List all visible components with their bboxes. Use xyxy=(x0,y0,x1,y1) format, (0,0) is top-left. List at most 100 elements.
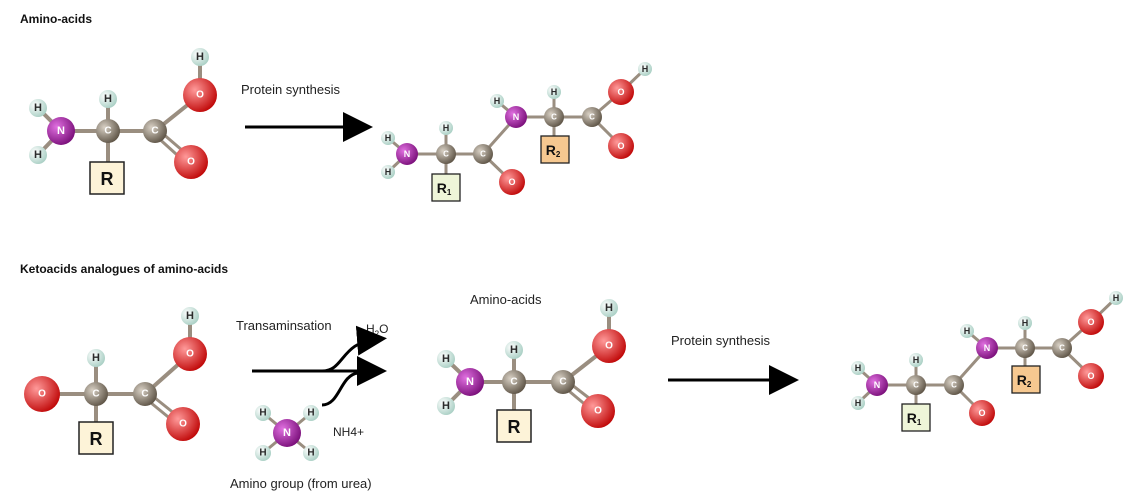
nitrogen-atom: N xyxy=(396,143,418,165)
oxygen-atom: O xyxy=(1078,363,1104,389)
oxygen-atom: O xyxy=(174,145,208,179)
nitrogen-atom: N xyxy=(273,419,301,447)
svg-text:R: R xyxy=(101,169,114,189)
amino-group-label: Amino group (from urea) xyxy=(230,476,372,491)
svg-text:R: R xyxy=(90,429,103,449)
ammonium-molecule: H H H H N xyxy=(255,405,319,461)
hydrogen-atom: H xyxy=(909,353,923,367)
amino-acids-heading: Amino-acids xyxy=(20,12,93,26)
svg-text:R2: R2 xyxy=(546,142,561,159)
svg-text:N: N xyxy=(57,125,65,137)
hydrogen-atom: H xyxy=(638,62,652,76)
svg-text:H: H xyxy=(34,149,42,161)
protein-synthesis-label-bottom: Protein synthesis xyxy=(671,333,770,348)
hydrogen-atom: H xyxy=(255,405,271,421)
oxygen-atom: O xyxy=(608,79,634,105)
svg-text:O: O xyxy=(186,349,194,360)
hydrogen-atom: H xyxy=(191,48,209,66)
oxygen-atom: O xyxy=(581,394,615,428)
carbon-atom: C xyxy=(143,119,167,143)
svg-text:O: O xyxy=(508,177,515,187)
svg-text:H: H xyxy=(1113,293,1120,303)
oxygen-atom: O xyxy=(166,407,200,441)
hydrogen-atom: H xyxy=(1018,316,1032,330)
svg-text:O: O xyxy=(594,406,602,417)
svg-text:O: O xyxy=(196,90,204,101)
svg-text:O: O xyxy=(978,408,985,418)
residue-2-box: R2 xyxy=(540,135,570,164)
svg-text:H: H xyxy=(385,167,392,177)
svg-text:O: O xyxy=(617,87,624,97)
hydrogen-atom: H xyxy=(303,405,319,421)
svg-text:H: H xyxy=(913,355,920,365)
svg-text:H: H xyxy=(259,408,266,419)
svg-text:O: O xyxy=(187,157,195,168)
carbon-atom: C xyxy=(96,119,120,143)
svg-text:C: C xyxy=(559,377,566,388)
water-release-arrow xyxy=(321,325,387,373)
hydrogen-atom: H xyxy=(381,131,395,145)
svg-text:O: O xyxy=(1087,317,1094,327)
residue-1-box: R1 xyxy=(431,173,461,202)
svg-text:C: C xyxy=(1022,344,1028,353)
carbon-atom: C xyxy=(906,375,926,395)
svg-text:H: H xyxy=(307,408,314,419)
hydrogen-atom: H xyxy=(851,361,865,375)
nitrogen-atom: N xyxy=(47,117,75,145)
svg-text:H: H xyxy=(551,87,558,97)
svg-text:N: N xyxy=(283,427,291,439)
svg-text:N: N xyxy=(984,343,991,353)
carbon-atom: C xyxy=(502,370,526,394)
hydrogen-atom: H xyxy=(381,165,395,179)
svg-text:H: H xyxy=(964,326,971,336)
svg-text:H: H xyxy=(855,398,862,408)
svg-text:C: C xyxy=(1059,344,1065,353)
svg-text:H: H xyxy=(34,102,42,114)
svg-text:N: N xyxy=(466,376,474,388)
svg-text:N: N xyxy=(404,149,411,159)
ketoacids-heading: Ketoacids analogues of amino-acids xyxy=(20,262,229,276)
oxygen-atom: O xyxy=(499,169,525,195)
nitrogen-atom: N xyxy=(976,337,998,359)
svg-text:R1: R1 xyxy=(907,410,922,427)
svg-text:H: H xyxy=(642,64,649,74)
hydrogen-atom: H xyxy=(29,146,47,164)
svg-text:H: H xyxy=(385,133,392,143)
residue-box: R xyxy=(78,421,114,455)
svg-text:H: H xyxy=(259,448,266,459)
hydrogen-atom: H xyxy=(960,324,974,338)
svg-text:C: C xyxy=(951,381,957,390)
svg-text:C: C xyxy=(151,126,158,137)
transamination-label: Transaminsation xyxy=(236,318,332,333)
svg-text:H: H xyxy=(605,302,613,314)
hydrogen-atom: H xyxy=(851,396,865,410)
hydrogen-atom: H xyxy=(29,99,47,117)
dipeptide-molecule-2: H H N H C C O H N H C C O H O R1 R2 xyxy=(851,291,1123,432)
svg-text:C: C xyxy=(551,113,557,122)
svg-text:H: H xyxy=(510,344,518,356)
carbon-atom: C xyxy=(436,144,456,164)
svg-text:R2: R2 xyxy=(1017,372,1032,389)
hydrogen-atom: H xyxy=(87,349,105,367)
svg-text:H: H xyxy=(855,363,862,373)
residue-box: R xyxy=(89,161,125,195)
hydrogen-atom: H xyxy=(99,90,117,108)
svg-text:C: C xyxy=(104,126,111,137)
nitrogen-atom: N xyxy=(505,106,527,128)
svg-text:H: H xyxy=(307,448,314,459)
oxygen-atom: O xyxy=(608,133,634,159)
hydrogen-atom: H xyxy=(600,299,618,317)
amino-acid-molecule-2: H H N H C C H O O R xyxy=(437,299,626,443)
residue-2-box: R2 xyxy=(1011,365,1041,394)
svg-text:R1: R1 xyxy=(437,180,452,197)
svg-text:H: H xyxy=(443,123,450,133)
hydrogen-atom: H xyxy=(437,397,455,415)
hydrogen-atom: H xyxy=(505,341,523,359)
svg-text:C: C xyxy=(141,389,148,400)
svg-text:O: O xyxy=(38,389,46,400)
svg-text:H: H xyxy=(494,96,501,106)
hydrogen-atom: H xyxy=(547,85,561,99)
hydrogen-atom: H xyxy=(181,307,199,325)
ammonium-input-curve xyxy=(321,371,359,407)
hydrogen-atom: H xyxy=(255,445,271,461)
